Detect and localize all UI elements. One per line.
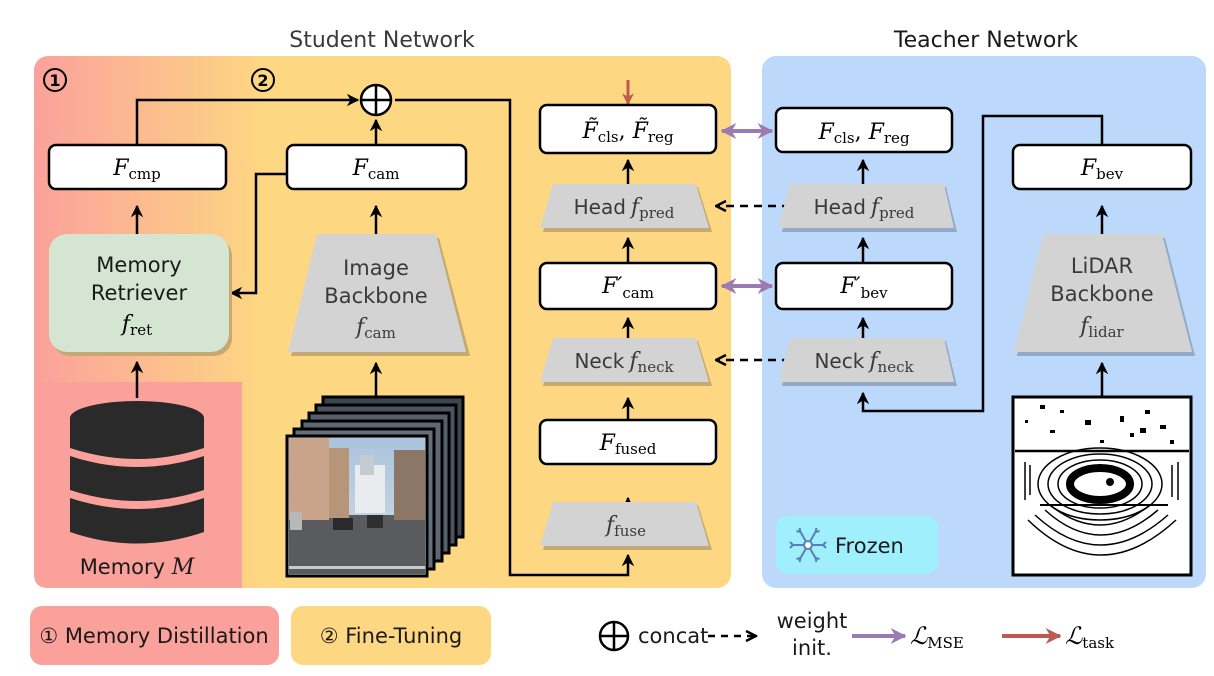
teacher-network-title: Teacher Network	[893, 28, 1078, 53]
f-cmp-box: Fcmp	[47, 143, 228, 191]
bev-to-neck-arrow	[856, 114, 1104, 413]
legend-memory-distillation: ① Memory Distillation	[30, 606, 279, 665]
fuse-module: ffuse	[540, 502, 712, 550]
svg-text:concat: concat	[638, 624, 708, 648]
svg-text:Retriever: Retriever	[91, 281, 188, 305]
legend-mse: ℒMSE	[852, 622, 964, 652]
concat-node	[359, 83, 393, 117]
svg-text:2: 2	[257, 71, 268, 90]
teacher-cls-reg-box: Fcls, Freg	[774, 106, 954, 154]
svg-text:Head fpred: Head fpred	[574, 195, 675, 222]
svg-text:① Memory Distillation: ① Memory Distillation	[39, 624, 268, 648]
teacher-neck-module: Neck fneck	[778, 338, 957, 386]
svg-text:Image: Image	[343, 256, 409, 280]
svg-text:Backbone: Backbone	[324, 284, 427, 308]
teacher-f-bev-prime-box: F′bev	[774, 261, 954, 311]
svg-text:Backbone: Backbone	[1050, 282, 1153, 306]
cam-to-retriever-arrow	[229, 172, 287, 300]
image-backbone-module: Image Backbone fcam	[288, 234, 470, 356]
student-cls-reg-box: F̃cls, F̃reg	[538, 103, 718, 155]
camera-image-stack	[285, 395, 465, 578]
student-f-cam-prime-box: F′cam	[538, 261, 718, 311]
memory-retriever-box: Memory Retriever fret	[49, 234, 232, 356]
svg-text:Neck fneck: Neck fneck	[814, 349, 914, 376]
street-camera-image	[285, 434, 429, 578]
concat-icon	[598, 620, 630, 652]
svg-text:1: 1	[49, 71, 60, 90]
svg-text:F′bev: F′bev	[839, 274, 888, 302]
svg-text:Ffused: Ffused	[599, 431, 657, 458]
svg-text:F̃cls, F̃reg: F̃cls, F̃reg	[581, 118, 673, 146]
stage-1-marker: 1	[43, 68, 67, 92]
svg-text:Memory: Memory	[96, 253, 181, 277]
legend-fine-tuning: ② Fine-Tuning	[291, 606, 491, 665]
database-icon	[70, 401, 204, 544]
student-head-module: Head fpred	[540, 184, 712, 232]
cmp-to-concat-arrow	[135, 93, 360, 145]
svg-text:weight: weight	[777, 609, 848, 633]
svg-text:ℒtask: ℒtask	[1065, 622, 1115, 652]
svg-text:Fcmp: Fcmp	[112, 156, 161, 183]
f-bev-box: Fbev	[1011, 143, 1193, 191]
svg-text:Fcls, Freg: Fcls, Freg	[817, 120, 909, 147]
stage-2-marker: 2	[251, 68, 275, 92]
lidar-bev-image	[1011, 395, 1193, 577]
svg-text:init.: init.	[792, 636, 832, 660]
student-network-title: Student Network	[289, 28, 475, 53]
svg-text:Fcam: Fcam	[352, 156, 400, 183]
legend: ① Memory Distillation ② Fine-Tuning conc…	[30, 606, 1115, 665]
legend-task: ℒtask	[1002, 622, 1115, 652]
teacher-head-module: Head fpred	[778, 184, 957, 232]
svg-text:② Fine-Tuning: ② Fine-Tuning	[320, 624, 463, 648]
legend-concat: concat	[598, 620, 708, 652]
legend-weight-init: weight init.	[708, 609, 847, 660]
memory-label: Memory M	[80, 555, 195, 580]
svg-text:F′cam: F′cam	[601, 274, 654, 302]
svg-text:ℒMSE: ℒMSE	[910, 622, 964, 652]
svg-text:Fbev: Fbev	[1080, 156, 1124, 183]
f-fused-box: Ffused	[538, 418, 718, 466]
frozen-badge: Frozen	[776, 516, 938, 574]
snowflake-icon	[789, 527, 827, 563]
lidar-backbone-module: LiDAR Backbone flidar	[1014, 234, 1195, 356]
concat-to-fuse-arrow	[395, 98, 635, 577]
svg-text:LiDAR: LiDAR	[1071, 254, 1133, 278]
f-cam-box: Fcam	[285, 143, 468, 191]
student-neck-module: Neck fneck	[540, 338, 712, 386]
svg-text:Frozen: Frozen	[835, 534, 904, 558]
